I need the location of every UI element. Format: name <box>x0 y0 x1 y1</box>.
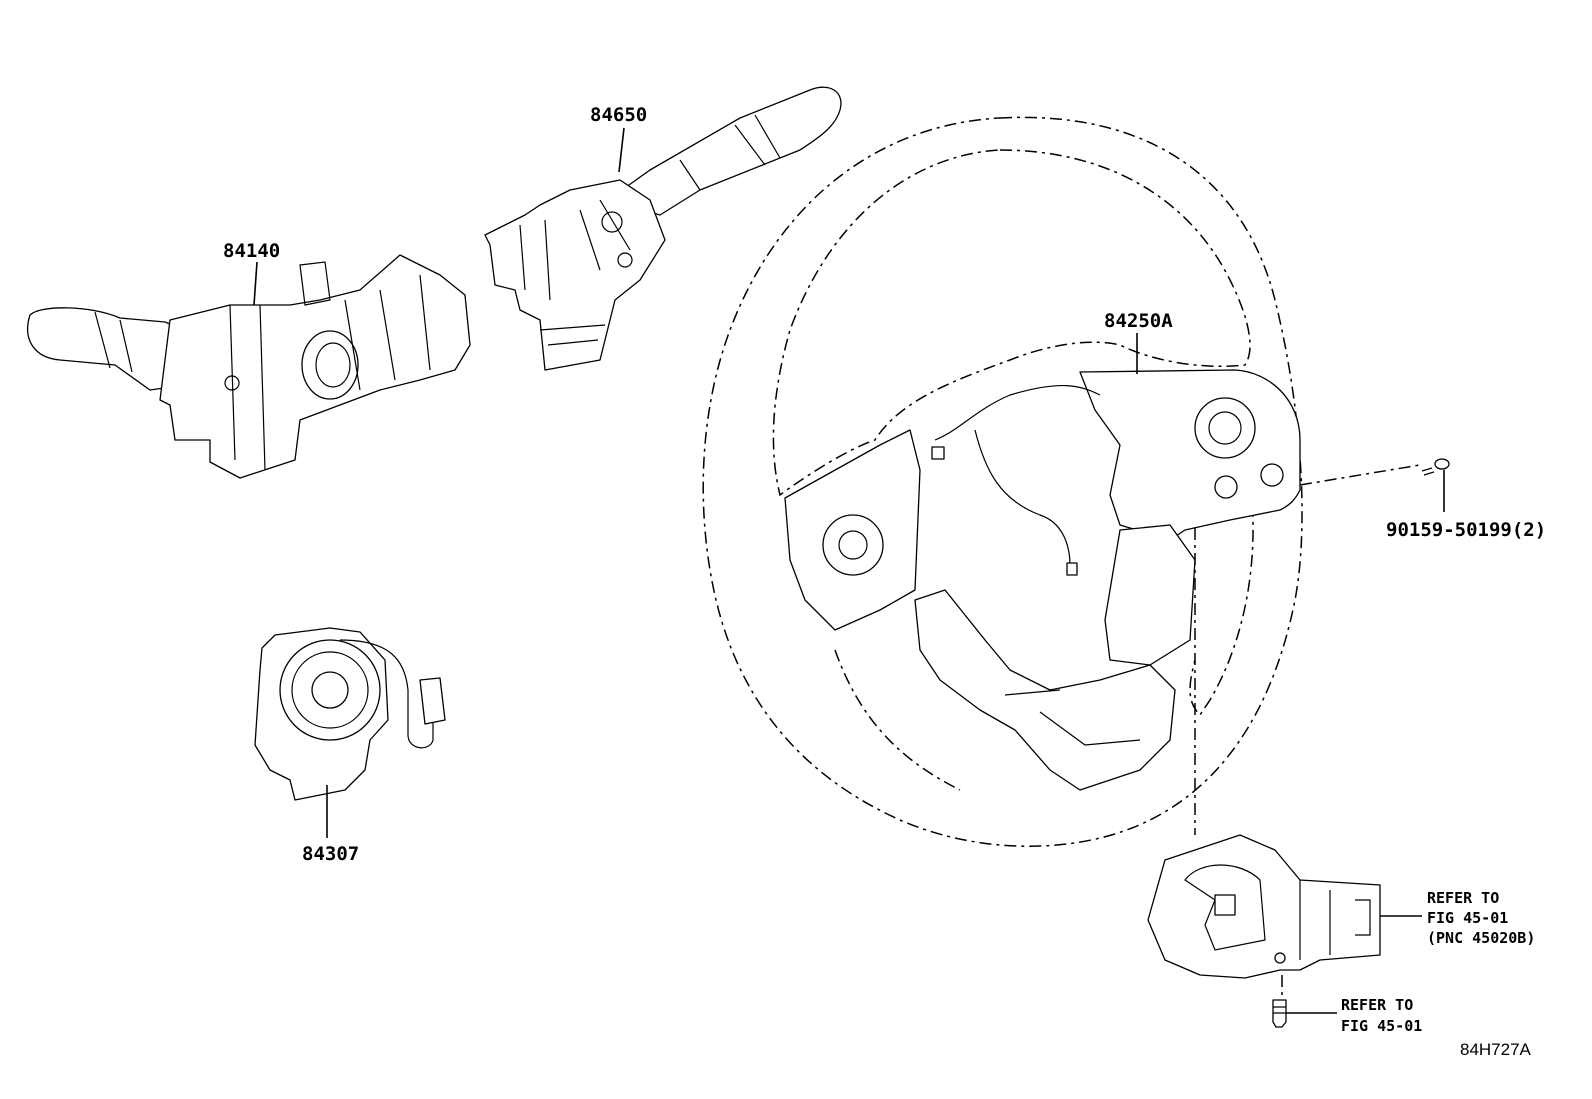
reference-note-2-line-2: FIG 45-01 <box>1341 1017 1422 1035</box>
part-number-84140: 84140 <box>223 240 280 262</box>
leader-lines <box>253 127 1445 1014</box>
part-number-84307: 84307 <box>302 843 359 865</box>
reference-note-1-line-1: REFER TO <box>1427 889 1499 907</box>
part-labels: 84650 84140 84250A 84307 90159-50199(2) … <box>223 104 1546 1059</box>
reference-note-1-line-3: (PNC 45020B) <box>1427 929 1535 947</box>
part-number-84650: 84650 <box>590 104 647 126</box>
screw-90159 <box>1421 458 1450 476</box>
illustration-code: 84H727A <box>1460 1040 1532 1059</box>
part-number-90159: 90159-50199(2) <box>1386 519 1546 541</box>
part-number-84250A: 84250A <box>1104 310 1173 332</box>
steering-column-cover <box>1147 834 1381 979</box>
turn-signal-switch-84140 <box>27 254 471 479</box>
bolt-lower <box>1272 999 1287 1028</box>
steering-pad-switch-84250A <box>784 369 1301 791</box>
wiper-switch-84650 <box>484 86 842 371</box>
reference-note-2-line-1: REFER TO <box>1341 996 1413 1014</box>
spiral-cable-84307 <box>254 627 446 801</box>
reference-note-1-line-2: FIG 45-01 <box>1427 909 1508 927</box>
steering-wheel-outline <box>702 116 1303 847</box>
